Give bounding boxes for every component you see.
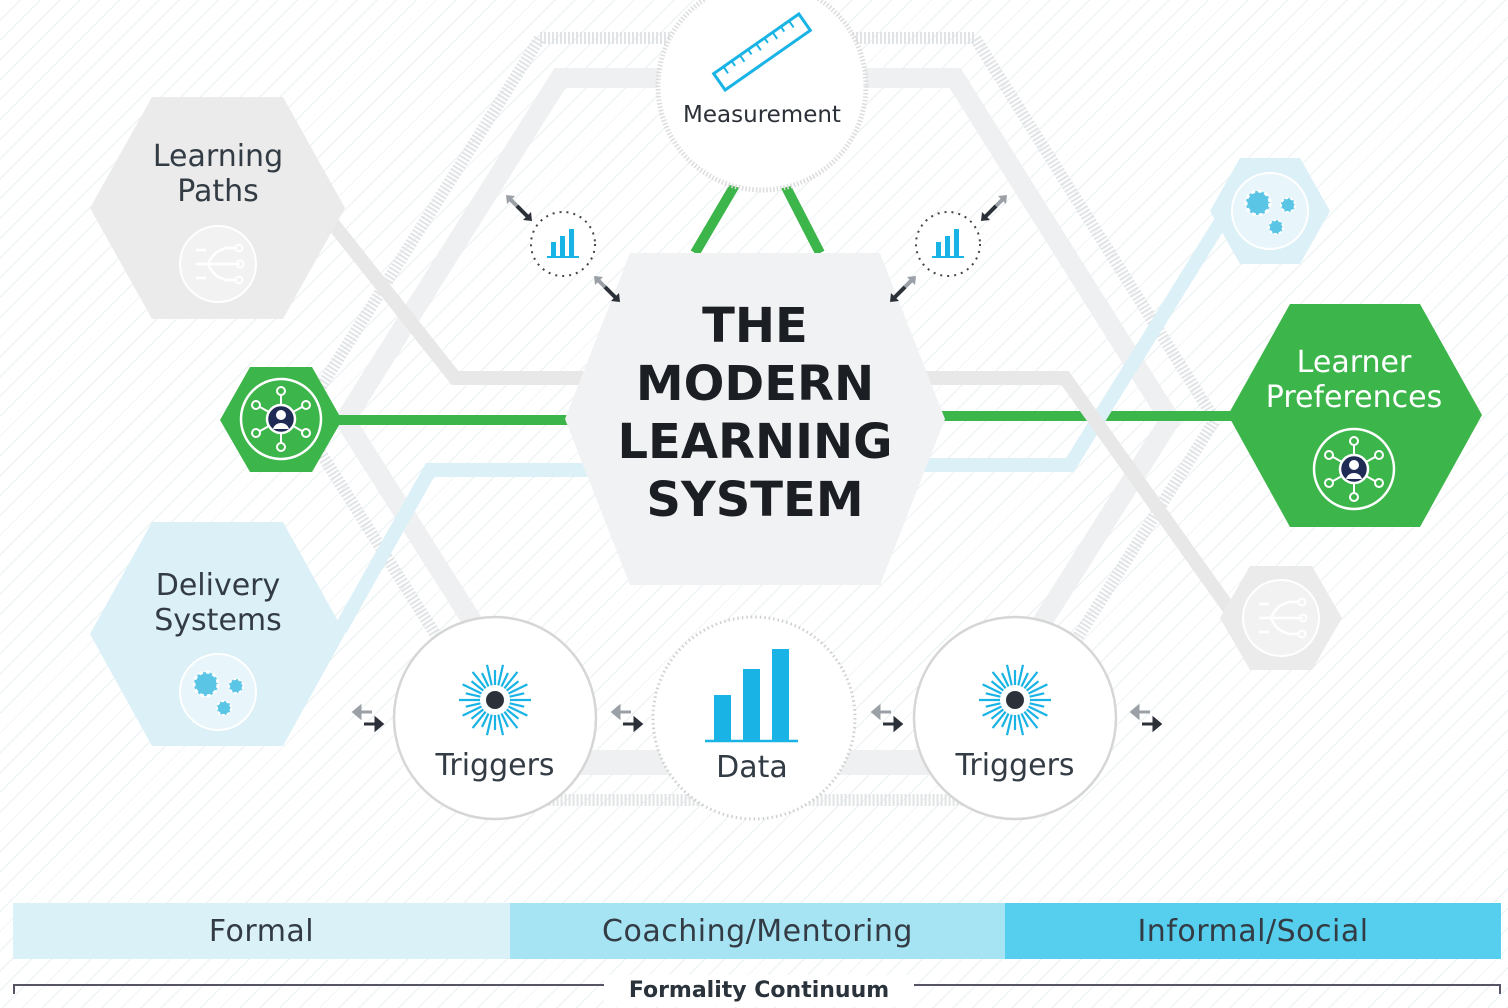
data-label: Data (716, 750, 788, 785)
learner-preferences-label-line1: Learner (1297, 345, 1412, 380)
measurement-label: Measurement (683, 102, 841, 128)
connector-delivery-systems (333, 463, 600, 634)
learner-preferences-label-line2: Preferences (1266, 380, 1442, 415)
learner-preferences-node: Learner Preferences (1228, 304, 1482, 527)
triggers-left-label: Triggers (434, 748, 554, 783)
network-node-right (1220, 566, 1342, 670)
bar-chart-icon (705, 649, 798, 743)
continuum-segment-formal: Formal (13, 903, 510, 959)
data-node: Data (651, 615, 857, 821)
continuum-label: Formality Continuum (604, 975, 914, 1007)
title-line4: SYSTEM (646, 472, 863, 528)
triggers-right-label: Triggers (954, 748, 1074, 783)
gears-icon (178, 652, 258, 732)
title-line2: MODERN (636, 356, 874, 412)
network-path-icon (1241, 578, 1321, 658)
continuum-segment-informal: Informal/Social (1005, 903, 1501, 959)
bar-chart-icon (915, 211, 981, 277)
central-hexagon: THE MODERN LEARNING SYSTEM (565, 253, 945, 585)
learning-paths-node: Learning Paths (90, 97, 345, 319)
double-arrow-icon (352, 705, 384, 731)
double-arrow-icon (871, 705, 903, 731)
title-line3: LEARNING (617, 414, 892, 470)
title-line1: THE (702, 298, 808, 354)
double-arrow-icon (1130, 705, 1162, 731)
user-network-node-left (220, 367, 342, 472)
connector-measurement-left (690, 182, 740, 256)
ruler-icon (711, 11, 813, 93)
learning-paths-label-line1: Learning (153, 139, 283, 174)
gears-icon (1230, 171, 1310, 251)
double-arrow-icon (611, 705, 643, 731)
double-arrow-icon (979, 193, 1009, 223)
connector-net-right (915, 371, 1236, 615)
triggers-node-right: Triggers (912, 615, 1118, 821)
gears-node-right (1210, 158, 1330, 264)
connector-gears-right (915, 211, 1231, 472)
connector-measurement-right (780, 182, 825, 256)
continuum-segment-coaching: Coaching/Mentoring (510, 903, 1005, 959)
measurement-node: Measurement (655, 0, 869, 193)
triggers-node-left: Triggers (392, 615, 598, 821)
double-arrow-icon (504, 193, 534, 223)
network-path-icon (178, 224, 258, 304)
connector-learning-paths (324, 215, 600, 385)
delivery-systems-label-line2: Systems (154, 603, 282, 638)
delivery-systems-node: Delivery Systems (90, 522, 345, 746)
delivery-systems-label-line1: Delivery (156, 568, 281, 603)
learning-paths-label-line2: Paths (177, 174, 259, 209)
bar-chart-icon (530, 211, 596, 277)
